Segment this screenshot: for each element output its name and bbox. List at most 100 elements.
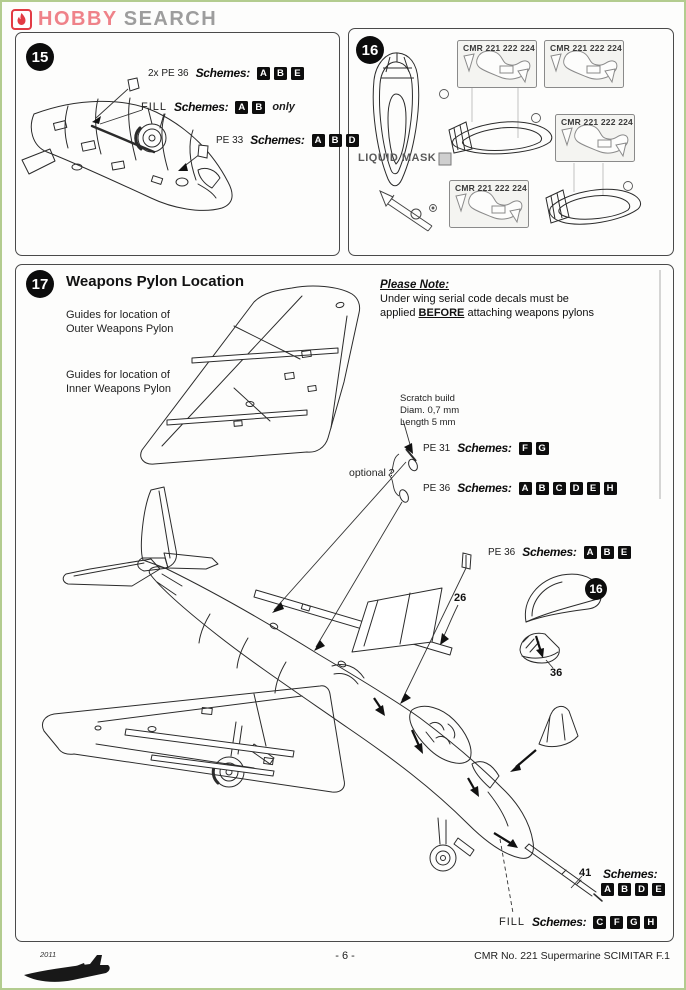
step-number-17: 17	[26, 270, 54, 298]
liquid-mask-label: LIQUID MASK	[358, 152, 437, 164]
sheet-label-4: CMR 221 222 224	[455, 183, 527, 193]
optional-label: optional ?	[349, 467, 395, 479]
guide-outer-line1: Guides for location of	[66, 309, 170, 321]
scheme-letter: B	[273, 66, 287, 80]
scheme-letter: B	[252, 100, 266, 114]
brand-word-hobby: HOBBY	[38, 8, 118, 30]
scheme-letter: B	[535, 481, 549, 495]
guide-outer-line2: Outer Weapons Pylon	[66, 323, 174, 335]
part-number-26: 26	[454, 592, 467, 604]
schemes-label: Schemes:	[457, 441, 512, 455]
scratch-line3: Length 5 mm	[400, 417, 456, 428]
step-17-title: Weapons Pylon Location	[66, 273, 245, 290]
fill-label: FILL	[499, 916, 526, 928]
scheme-letter: A	[601, 883, 614, 896]
schemes-label: Schemes:	[457, 481, 512, 495]
wing-plan-view	[140, 285, 361, 465]
scratch-build-note: Scratch build Diam. 0,7 mm Length 5 mm	[400, 393, 459, 429]
canopy-side-mask-2	[545, 189, 641, 225]
circled-markers	[429, 89, 633, 212]
scheme-letter: C	[552, 481, 566, 495]
page-number: - 6 -	[335, 950, 355, 962]
step15-drawing-inverted-fuselage	[21, 77, 233, 211]
canopy-side-mask-1	[448, 121, 553, 155]
scheme-letter: B	[600, 545, 614, 559]
scheme-letter: E	[617, 545, 631, 559]
guide-inner-line1: Guides for location of	[66, 369, 170, 381]
scheme-letter: D	[345, 133, 359, 147]
part-label: PE 36	[488, 546, 516, 558]
canopy-plan-view	[372, 52, 420, 187]
leader-lines	[273, 419, 583, 914]
schemes-label: Schemes:	[195, 66, 251, 80]
note-line1: Under wing serial code decals must be	[380, 293, 569, 305]
step-15-label: 15	[31, 48, 49, 66]
fill-label: FILL	[141, 101, 168, 113]
note-line2-bold: BEFORE	[418, 307, 465, 319]
logo-year: 2011	[40, 950, 57, 959]
guide-inner-line2: Inner Weapons Pylon	[66, 383, 171, 395]
schemes-label: Schemes:	[174, 100, 229, 114]
step-17-panel	[15, 264, 674, 942]
hobbysearch-logo[interactable]: HOBBY SEARCH	[11, 8, 217, 31]
scheme-letter: H	[644, 915, 658, 929]
scheme-letter: B	[618, 883, 631, 896]
schemes-label-41: Schemes:	[603, 867, 658, 881]
scheme-letter: A	[583, 545, 597, 559]
schemes-label: Schemes:	[532, 915, 587, 929]
scheme-letter: E	[652, 883, 665, 896]
scheme-letter: E	[290, 66, 304, 80]
scheme-letter: F	[610, 915, 624, 929]
part-label: PE 33	[216, 134, 244, 146]
only-suffix: only	[272, 101, 295, 113]
scheme-letter: B	[328, 133, 342, 147]
scheme-letter: E	[586, 481, 600, 495]
part-label: 2x PE 36	[148, 67, 189, 79]
please-note-block: Please Note: Under wing serial code deca…	[380, 278, 650, 320]
step16-drawing-canopy-masks: CMR 221 222 224 CMR 221 222 224 CMR 221 …	[372, 40, 641, 232]
scheme-letter: A	[235, 100, 249, 114]
scheme-letter: D	[635, 883, 648, 896]
note-title: Please Note:	[380, 279, 450, 291]
schemes-label: Schemes:	[250, 133, 305, 147]
cmr-jet-logo-icon	[24, 955, 110, 982]
note-line2: applied BEFORE attaching weapons pylons	[380, 306, 650, 320]
part-label: PE 36	[423, 482, 451, 494]
note-line2-post: attaching weapons pylons	[464, 307, 595, 319]
liquid-mask-swatch	[438, 152, 452, 166]
brand-word-search: SEARCH	[123, 8, 218, 30]
part-number-36: 36	[550, 667, 563, 679]
step17-drawing-aircraft	[41, 270, 661, 914]
scheme-letter: A	[256, 66, 270, 80]
step-number-15: 15	[26, 43, 54, 71]
scheme-letter: A	[518, 481, 532, 495]
arrows	[272, 443, 449, 704]
scheme-letter: G	[535, 441, 549, 455]
sheet-label-1: CMR 221 222 224	[463, 43, 535, 53]
schemes-label: Schemes:	[522, 545, 577, 559]
guide-outer-label: Guides for location of Outer Weapons Pyl…	[66, 308, 173, 336]
part-label: PE 31	[423, 442, 451, 454]
pe-parts	[399, 448, 472, 570]
part-number-41: 41	[579, 867, 592, 879]
step-16-label: 16	[361, 41, 379, 59]
paintbrush-icon	[379, 190, 433, 232]
scheme-letter: C	[593, 915, 607, 929]
aircraft-main-view	[41, 486, 603, 902]
scratch-line1: Scratch build	[400, 393, 455, 404]
scheme-letter: F	[518, 441, 532, 455]
scratch-line2: Diam. 0,7 mm	[400, 405, 460, 416]
